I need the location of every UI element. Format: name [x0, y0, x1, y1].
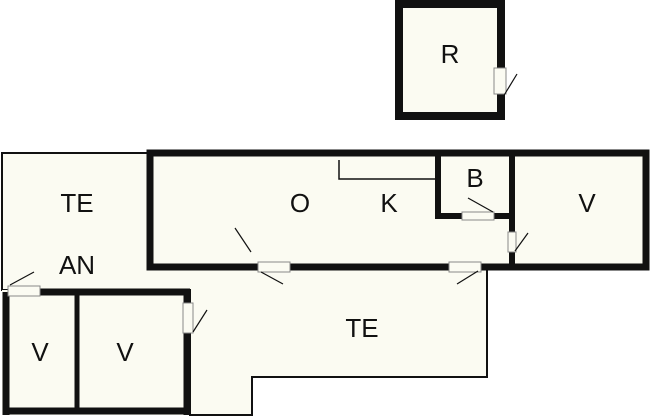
door-swing	[234, 227, 252, 253]
main-house	[146, 149, 650, 285]
label-v-right: V	[578, 188, 596, 218]
door-opening	[7, 285, 41, 297]
label-te-bottom: TE	[345, 313, 378, 343]
room-r	[395, 0, 518, 120]
door-opening	[448, 261, 482, 273]
label-r: R	[441, 39, 460, 69]
bedrooms-block	[2, 271, 208, 415]
door-swing	[260, 271, 284, 285]
kitchen-counter	[338, 160, 438, 180]
door-opening	[493, 67, 507, 95]
door-opening	[257, 261, 291, 273]
door-swing	[502, 73, 518, 98]
door-swing	[9, 271, 35, 286]
label-te-left: TE	[60, 188, 93, 218]
door-swing	[514, 232, 529, 252]
label-v-bottom-mid: V	[116, 337, 134, 367]
label-b: B	[466, 163, 483, 193]
label-o: O	[290, 188, 310, 218]
door-opening	[182, 302, 194, 334]
door-swing	[456, 270, 479, 285]
label-an: AN	[59, 250, 95, 280]
label-k: K	[380, 188, 398, 218]
label-v-bottom-left: V	[31, 337, 49, 367]
door-opening	[507, 231, 517, 253]
door-swing	[467, 197, 494, 213]
door-opening	[461, 211, 495, 221]
door-swing	[192, 309, 208, 333]
